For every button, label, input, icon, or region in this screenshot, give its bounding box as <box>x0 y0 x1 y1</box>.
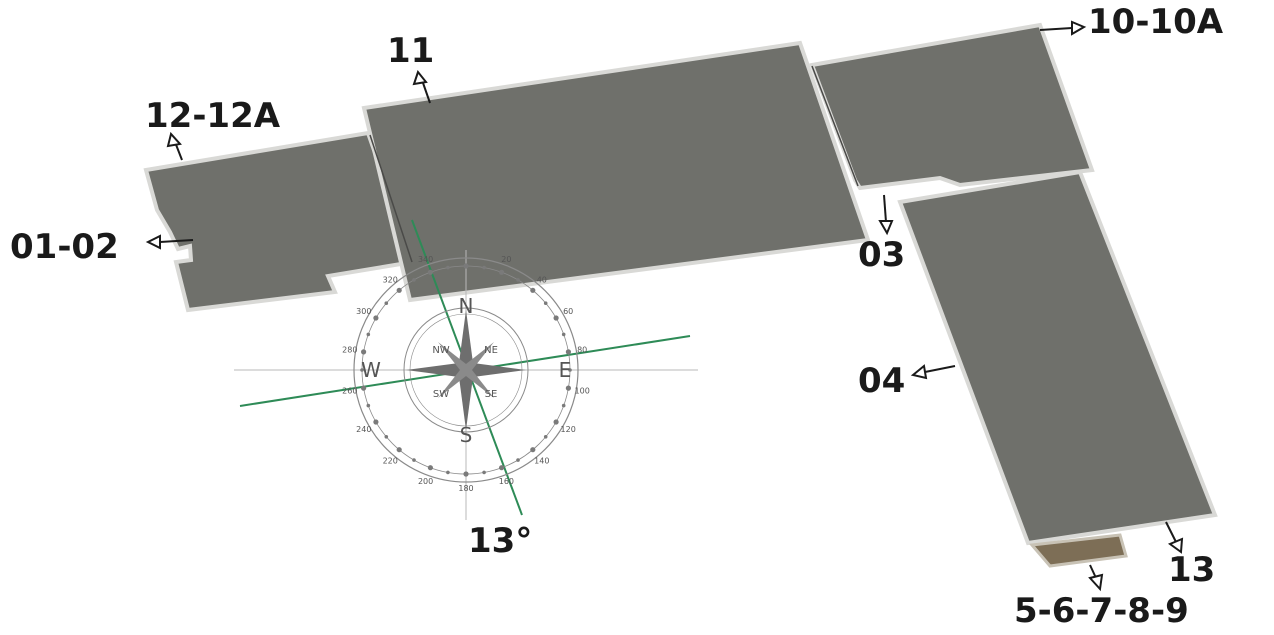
compass-south-label: S <box>460 423 473 447</box>
arrow-03 <box>878 194 894 236</box>
compass-degree-dot <box>561 403 566 408</box>
compass-degree-dot <box>446 265 450 270</box>
arrow-12-12a <box>166 131 183 161</box>
compass-north-label: N <box>459 294 474 318</box>
section-labels: 11 10-10A 12-12A 01-02 03 04 13 5-6-7-8-… <box>10 2 1224 631</box>
compass-degree-dot <box>361 385 367 391</box>
arrow-11 <box>412 69 431 104</box>
compass-se-label: SE <box>485 389 498 400</box>
label-11: 11 <box>387 31 434 71</box>
compass-nw-label: NW <box>432 345 449 356</box>
compass-degree-dots <box>360 263 572 477</box>
compass-degree-label: 240 <box>356 425 371 434</box>
compass-degree-dot <box>366 332 371 337</box>
compass-degree-dot <box>516 458 520 462</box>
roof-section-11 <box>361 40 871 303</box>
compass-degree-dot <box>530 287 536 293</box>
compass-degree-label: 260 <box>342 387 357 396</box>
roof-section-5-9-annex <box>1029 533 1128 568</box>
compass-degree-dot <box>446 470 450 475</box>
compass-degree-label: 320 <box>383 276 398 285</box>
compass-degree-dot <box>568 368 572 372</box>
compass-ne-label: NE <box>484 345 498 356</box>
compass-east-label: E <box>559 358 572 382</box>
compass-degree-dot <box>499 465 505 471</box>
compass-degree-label: 280 <box>342 346 357 355</box>
compass-degree-dot <box>427 465 433 471</box>
compass-star <box>406 310 526 430</box>
compass-degree-dot <box>384 301 389 305</box>
compass-sw-label: SW <box>433 389 449 400</box>
label-03: 03 <box>858 235 905 275</box>
compass-degree-dot <box>553 315 559 321</box>
roof-sections <box>143 22 1218 568</box>
compass-degree-dot <box>360 368 364 372</box>
compass-degree-dot <box>565 349 571 355</box>
compass-outer-ring <box>353 257 579 483</box>
compass-degree-dot <box>553 419 559 425</box>
compass-degree-label: 340 <box>418 255 433 264</box>
compass-degree-dot <box>463 263 469 269</box>
compass-degree-dot <box>482 470 486 475</box>
roof-section-04 <box>897 169 1218 546</box>
compass-degree-dot <box>561 332 566 337</box>
roof-section-12-01 <box>143 130 416 313</box>
arrow-5-6-7-8-9 <box>1088 564 1104 592</box>
compass-degree-dot <box>543 435 548 439</box>
label-arrows <box>145 20 1184 592</box>
compass-degree-labels: 20 40 60 80 100 120 140 160 180 200 220 240 260 280 30… <box>342 255 590 493</box>
compass-degree-dot <box>396 447 402 453</box>
compass-degree-dot <box>427 269 433 275</box>
compass-degree-dot <box>482 265 486 270</box>
compass-degree-label: 20 <box>501 255 511 264</box>
compass-degree-label: 80 <box>577 346 587 355</box>
compass-degree-dot <box>366 403 371 408</box>
compass-degree-label: 220 <box>383 456 398 465</box>
orientation-angle-label: 13° <box>468 521 532 561</box>
compass-degree-label: 60 <box>563 307 573 316</box>
compass-degree-dot <box>516 278 520 282</box>
compass-degree-dot <box>530 447 536 453</box>
arrow-01-02 <box>145 234 194 250</box>
compass-rose: N E S W NE SE SW NW 20 40 60 80 100 120 140 160… <box>342 255 590 493</box>
label-13: 13 <box>1168 550 1215 590</box>
arrow-13 <box>1165 521 1184 554</box>
compass-degree-label: 140 <box>534 456 549 465</box>
roof-seam <box>811 65 859 187</box>
roof-section-10 <box>809 22 1095 191</box>
compass-degree-dot <box>373 419 379 425</box>
compass-inner-ring <box>403 307 529 433</box>
compass-degree-dot <box>384 435 389 439</box>
compass-degree-dot <box>543 301 548 305</box>
arrow-04 <box>910 364 956 380</box>
compass-degree-dot <box>373 315 379 321</box>
label-5-6-7-8-9: 5-6-7-8-9 <box>1014 591 1189 631</box>
compass-degree-label: 40 <box>537 276 547 285</box>
compass-degree-label: 300 <box>356 307 371 316</box>
label-10-10a: 10-10A <box>1088 2 1224 42</box>
roof-seam <box>369 134 413 263</box>
compass-degree-dot <box>565 385 571 391</box>
compass-degree-dot <box>412 458 416 462</box>
compass-degree-dot <box>463 471 469 477</box>
compass-degree-label: 180 <box>458 484 473 493</box>
compass-degree-dot <box>396 287 402 293</box>
compass-degree-label: 100 <box>575 387 590 396</box>
compass-degree-label: 160 <box>499 477 514 486</box>
compass-degree-label: 120 <box>561 425 576 434</box>
label-12-12a: 12-12A <box>145 96 281 136</box>
arrow-10-10a <box>1039 20 1087 36</box>
label-01-02: 01-02 <box>10 227 119 267</box>
compass-degree-dot <box>412 278 416 282</box>
compass-degree-label: 200 <box>418 477 433 486</box>
compass-degree-dot <box>361 349 367 355</box>
label-04: 04 <box>858 361 905 401</box>
compass-degree-dot <box>499 269 505 275</box>
compass-west-label: W <box>361 358 381 382</box>
